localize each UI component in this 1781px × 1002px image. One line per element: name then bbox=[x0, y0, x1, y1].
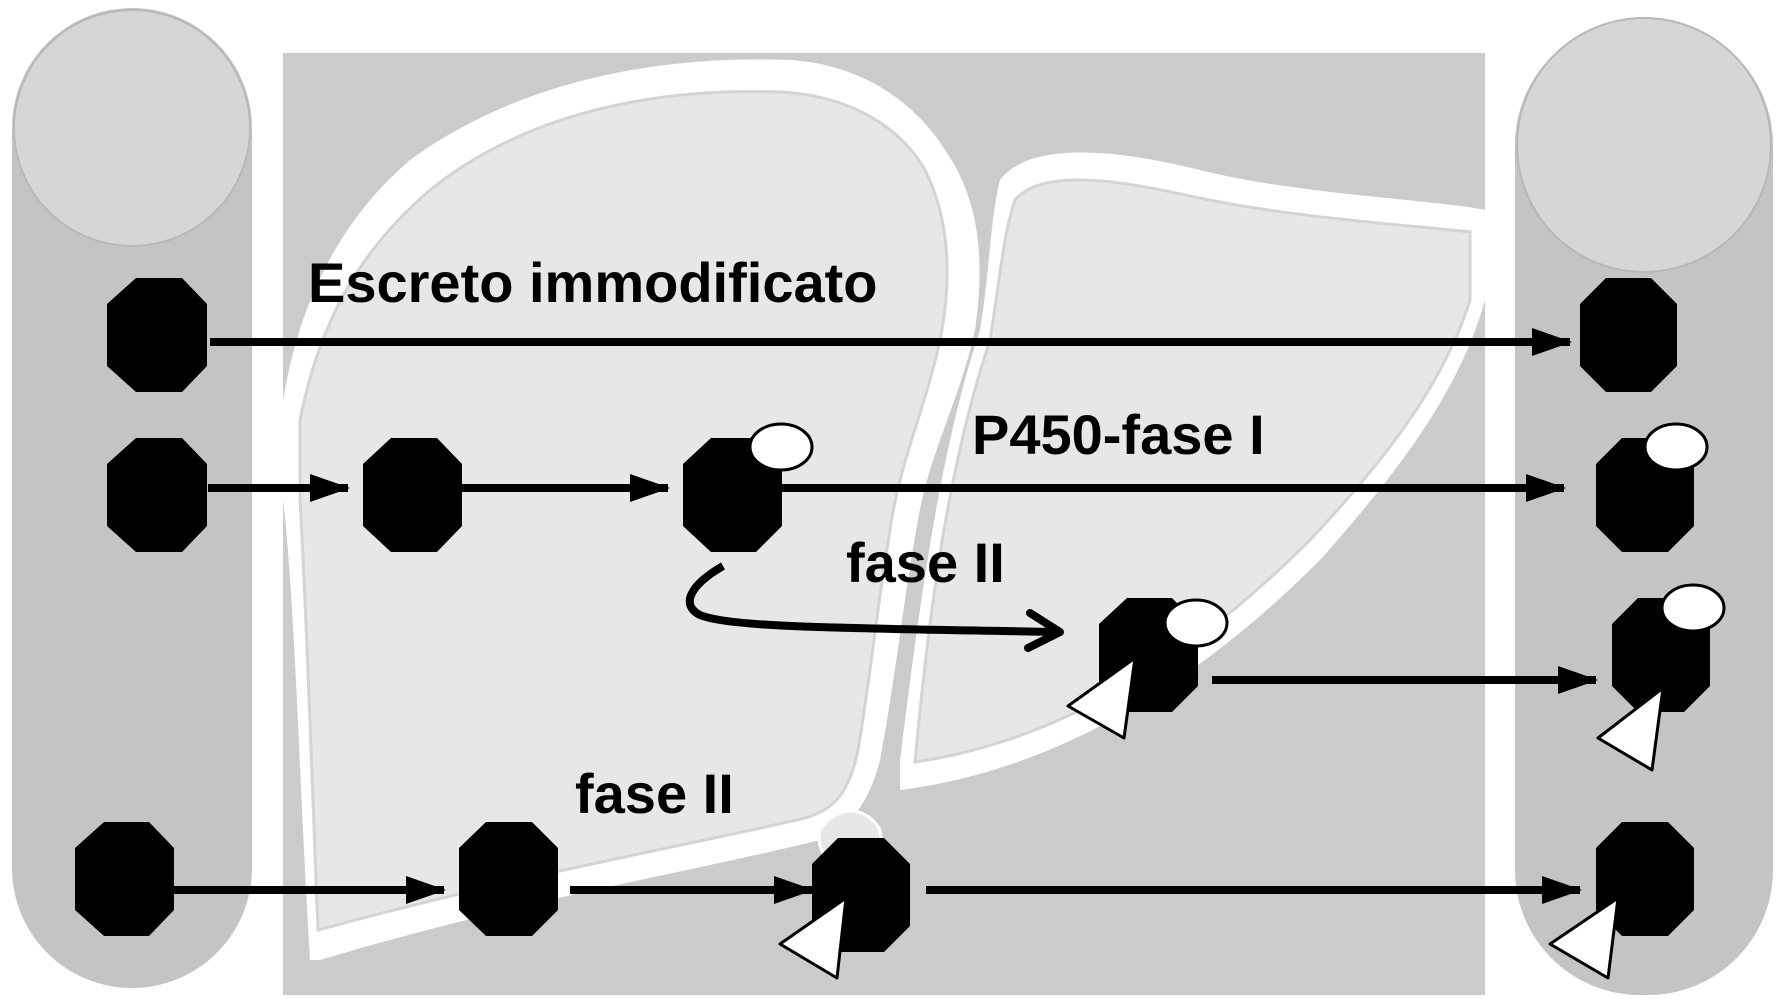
label-unchanged: Escreto immodificato bbox=[308, 251, 877, 314]
ellipse-icon bbox=[1660, 583, 1726, 633]
ellipse-icon bbox=[1163, 598, 1229, 648]
molecule-r1-start bbox=[107, 278, 207, 392]
oxidized-groups bbox=[748, 422, 1726, 648]
triangle-icon bbox=[1548, 896, 1620, 980]
label-phase1: P450-fase I bbox=[972, 403, 1265, 466]
arrows bbox=[172, 328, 1598, 904]
ellipse-icon bbox=[1643, 422, 1709, 472]
molecules bbox=[75, 278, 1710, 952]
liver-right-lobe bbox=[913, 178, 1472, 764]
molecule-r2-oxidized bbox=[683, 438, 782, 552]
triangle-icon bbox=[1596, 686, 1665, 772]
ellipse-icon bbox=[748, 422, 814, 472]
molecule-r4-mid bbox=[459, 822, 558, 936]
molecule-r4-end bbox=[1596, 822, 1694, 936]
labels: Escreto immodificato P450-fase I fase II… bbox=[308, 251, 1265, 825]
liver-left-lobe bbox=[298, 90, 949, 932]
molecule-r4-start bbox=[75, 822, 174, 936]
arrow-phase2-head bbox=[1024, 609, 1064, 652]
molecule-r2-start bbox=[107, 438, 207, 552]
label-phase2-upper: fase II bbox=[846, 531, 1005, 594]
molecule-r1-end bbox=[1580, 278, 1677, 392]
triangle-icon bbox=[1066, 656, 1137, 740]
molecule-r2-mid bbox=[363, 438, 462, 552]
triangle-icon bbox=[778, 896, 848, 980]
arrow-phase2-curve bbox=[685, 562, 1061, 636]
conjugate-groups bbox=[778, 656, 1665, 980]
label-phase2-lower: fase II bbox=[575, 762, 734, 825]
